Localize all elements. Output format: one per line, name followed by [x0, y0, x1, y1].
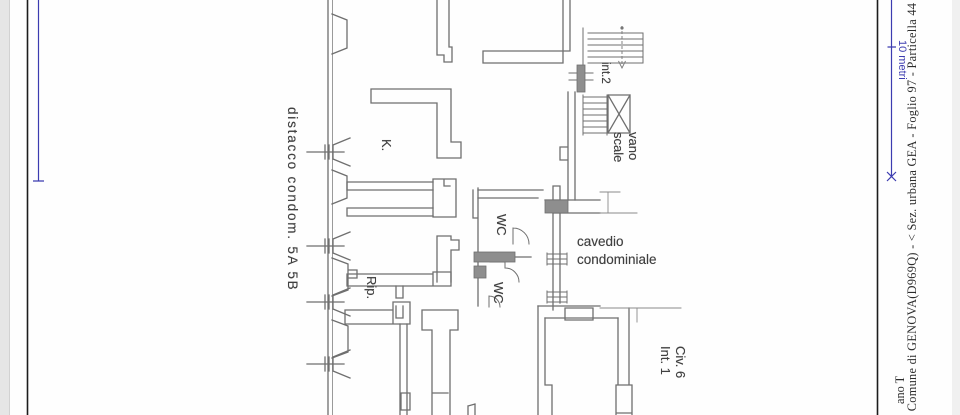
unit2-label: int.2	[599, 62, 611, 84]
stairwell-label-line2: scale	[611, 132, 626, 163]
scale-reference-lines	[33, 0, 897, 182]
document-frame-lines	[26, 0, 879, 415]
floor-margin-text: ano T	[893, 375, 907, 404]
unit1-label-line1: Civ. 6	[673, 346, 688, 379]
wc-bottom-label: WC	[491, 282, 506, 304]
scan-left-margin-strip	[0, 0, 10, 415]
courtyard-label-line2: condominiale	[577, 252, 657, 267]
stairwell-label: vano scale	[611, 132, 641, 162]
courtyard-label-line1: cavedio	[577, 234, 624, 249]
wc-top-label: WC	[494, 214, 509, 236]
stairwell-label-line1: vano	[626, 132, 641, 161]
cadastral-margin-text: - Comune di GENOVA(D969Q) - < Sez. urban…	[905, 0, 919, 415]
unit1-label: Civ. 6 Int. 1	[658, 346, 688, 378]
scan-right-margin-strip	[952, 0, 960, 415]
kitchen-label: K.	[379, 139, 394, 152]
unit1-label-line2: Int. 1	[658, 346, 673, 375]
detachment-label: distacco condom. 5A 5B	[285, 107, 300, 292]
wall-lines	[306, 0, 682, 415]
bearing-wall-fills	[473, 64, 586, 279]
storage-label: Rip.	[364, 276, 379, 300]
stair-direction-arrow	[618, 26, 626, 70]
courtyard-label: cavedio condominiale	[577, 233, 657, 269]
